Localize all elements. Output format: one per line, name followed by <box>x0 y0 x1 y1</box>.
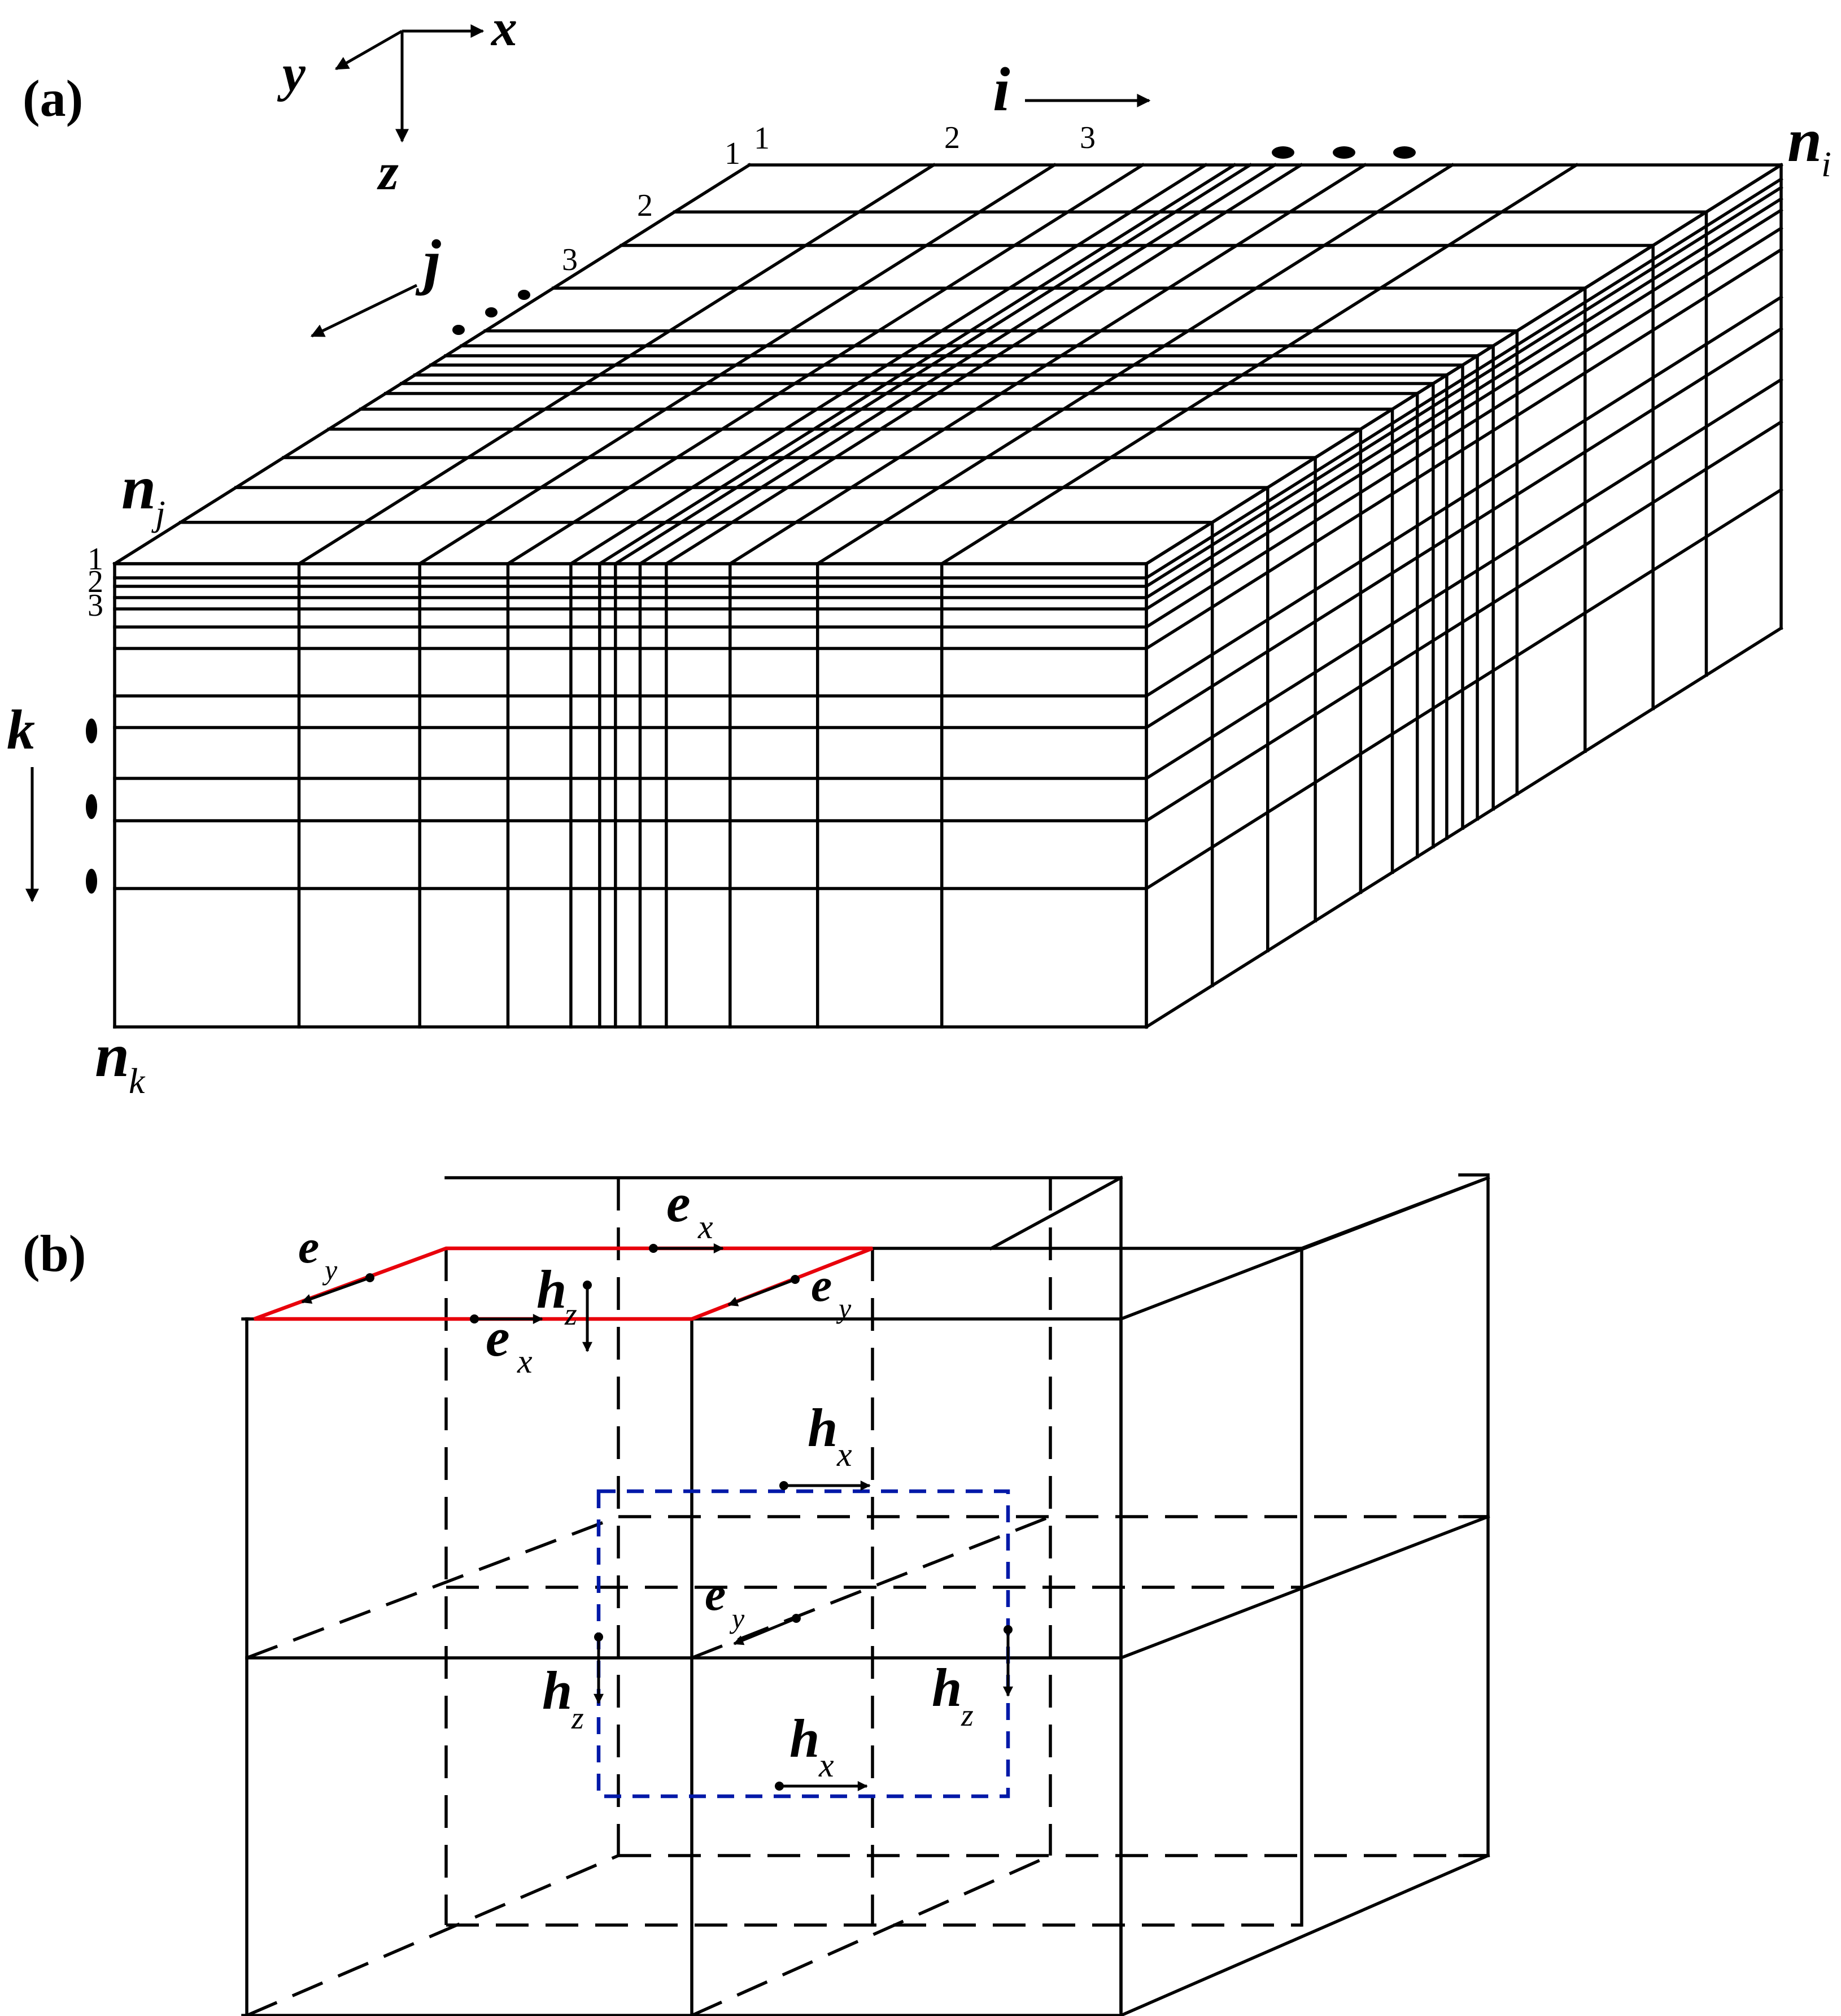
panel-a: (a) x y z i j k <box>7 0 1831 1101</box>
field-markers <box>301 1243 1013 1791</box>
svg-text:e: e <box>666 1173 691 1233</box>
panel-a-label: (a) <box>23 69 83 127</box>
i-direction-label: i <box>993 55 1010 124</box>
svg-text:e: e <box>705 1568 726 1621</box>
svg-text:y: y <box>322 1254 338 1286</box>
z-axis-label: z <box>377 143 399 201</box>
k-index-2: 2 <box>88 564 103 599</box>
nj-label: n j <box>121 453 165 533</box>
cell-solid-edges <box>241 1173 1490 2016</box>
i-ellipsis-dots <box>1272 146 1416 159</box>
label-ex-bottom: e x <box>486 1307 533 1380</box>
k-index-1: 1 <box>88 542 103 577</box>
svg-text:x: x <box>697 1208 713 1246</box>
svg-text:x: x <box>818 1747 834 1784</box>
cell-dashed-edges <box>246 1178 1488 2016</box>
svg-text:z: z <box>564 1297 577 1332</box>
svg-text:n: n <box>121 453 156 522</box>
j-direction-arrow <box>310 284 418 338</box>
j-direction-label: j <box>415 227 441 296</box>
label-hx-bottom: h x <box>789 1708 834 1784</box>
j-index-3: 3 <box>562 242 578 277</box>
label-ex-top: e x <box>666 1173 713 1246</box>
svg-text:h: h <box>808 1397 837 1458</box>
y-axis-label: y <box>277 44 306 102</box>
svg-text:n: n <box>95 1021 129 1090</box>
label-hz-top: h z <box>536 1259 577 1332</box>
k-index-3: 3 <box>88 588 103 623</box>
j-index-2: 2 <box>637 188 653 223</box>
mesh-block <box>112 163 1783 1029</box>
i-index-2: 2 <box>944 120 960 155</box>
y-axis-arrow <box>334 29 403 71</box>
ey-center-arrow <box>733 1617 797 1645</box>
x-axis-label: x <box>490 0 517 56</box>
svg-text:z: z <box>961 1698 974 1733</box>
panel-b-label: (b) <box>23 1225 86 1282</box>
k-direction-label: k <box>7 698 35 761</box>
j-index-1: 1 <box>725 136 740 171</box>
svg-text:i: i <box>1821 144 1831 184</box>
label-ey-center: e y <box>705 1568 745 1634</box>
axis-triad: x y z <box>277 0 517 201</box>
ni-label: n i <box>1787 106 1831 184</box>
j-ellipsis-dots <box>452 290 530 335</box>
label-hz-right: h z <box>932 1657 974 1733</box>
red-e-loop <box>253 1246 874 1321</box>
svg-text:y: y <box>729 1603 745 1634</box>
svg-text:h: h <box>789 1708 819 1769</box>
svg-text:h: h <box>536 1259 566 1320</box>
svg-text:z: z <box>571 1701 584 1736</box>
panel-b: (b) <box>23 1173 1490 2016</box>
label-hx-top: h x <box>808 1397 852 1473</box>
i-index-3: 3 <box>1080 120 1096 155</box>
svg-text:x: x <box>836 1436 852 1473</box>
svg-text:h: h <box>932 1657 962 1718</box>
svg-text:h: h <box>542 1660 572 1721</box>
k-ellipsis-dots <box>86 719 97 894</box>
svg-text:e: e <box>811 1259 832 1312</box>
svg-text:y: y <box>836 1292 852 1324</box>
ey-right-arrow <box>727 1278 796 1307</box>
svg-text:n: n <box>1787 106 1822 175</box>
label-hz-left: h z <box>542 1660 584 1736</box>
svg-text:e: e <box>486 1307 510 1368</box>
svg-text:e: e <box>298 1221 319 1273</box>
nk-label: n k <box>95 1021 146 1101</box>
svg-text:x: x <box>517 1343 533 1380</box>
label-ey-right: e y <box>811 1259 852 1324</box>
label-ey-left: e y <box>298 1221 338 1286</box>
svg-text:k: k <box>129 1061 146 1101</box>
ey-left-arrow <box>301 1276 370 1304</box>
i-index-1: 1 <box>754 121 770 156</box>
